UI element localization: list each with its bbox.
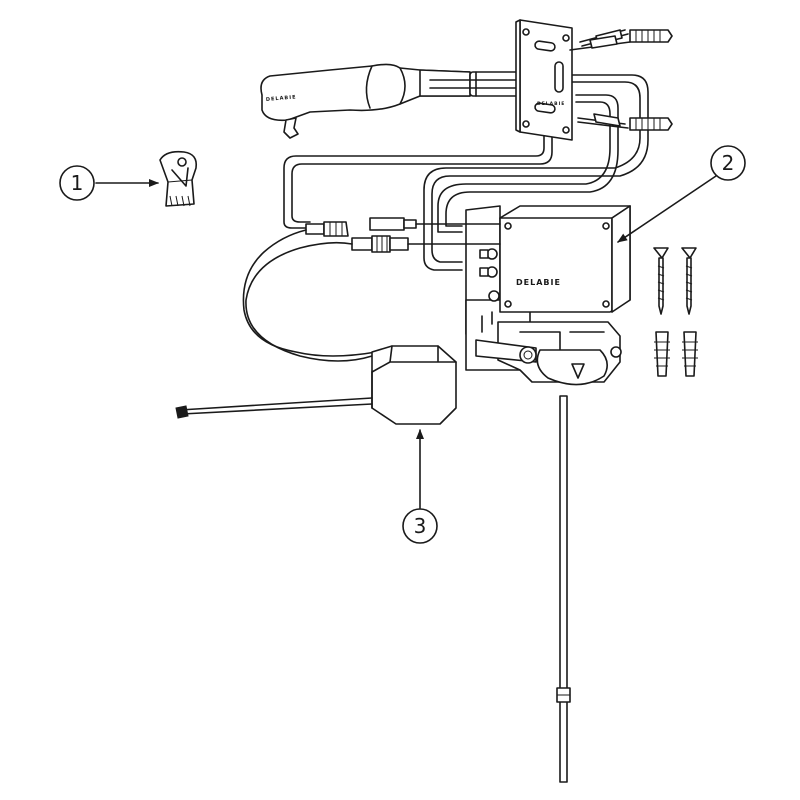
bracket-brand: DELABIE bbox=[537, 101, 565, 107]
control-box: DELABIE bbox=[465, 205, 631, 386]
hoses bbox=[283, 74, 649, 271]
spout-brand: DELABIE bbox=[266, 94, 297, 103]
key-tool bbox=[159, 150, 198, 207]
sensor-cable bbox=[242, 217, 501, 362]
wall-anchors-top bbox=[569, 29, 673, 131]
callout-2: 2 bbox=[617, 145, 746, 243]
callout-3: 3 bbox=[402, 429, 438, 544]
extension-rod bbox=[556, 395, 571, 783]
callout-2-label: 2 bbox=[722, 151, 735, 175]
spout: DELABIE bbox=[260, 63, 531, 139]
anchor-screw bbox=[577, 113, 673, 131]
wall-bracket: DELABIE bbox=[515, 19, 573, 141]
wall-plug bbox=[654, 331, 670, 377]
control-box-brand: DELABIE bbox=[516, 278, 561, 287]
callout-1-label: 1 bbox=[71, 171, 84, 195]
callout-1: 1 bbox=[59, 165, 159, 201]
anchor-screw bbox=[569, 35, 631, 51]
screw bbox=[653, 247, 669, 315]
callout-3-label: 3 bbox=[414, 514, 427, 538]
sensor-unit bbox=[175, 345, 457, 425]
fixing-screws bbox=[653, 247, 698, 377]
wall-plug bbox=[682, 331, 698, 377]
screw bbox=[681, 247, 697, 315]
